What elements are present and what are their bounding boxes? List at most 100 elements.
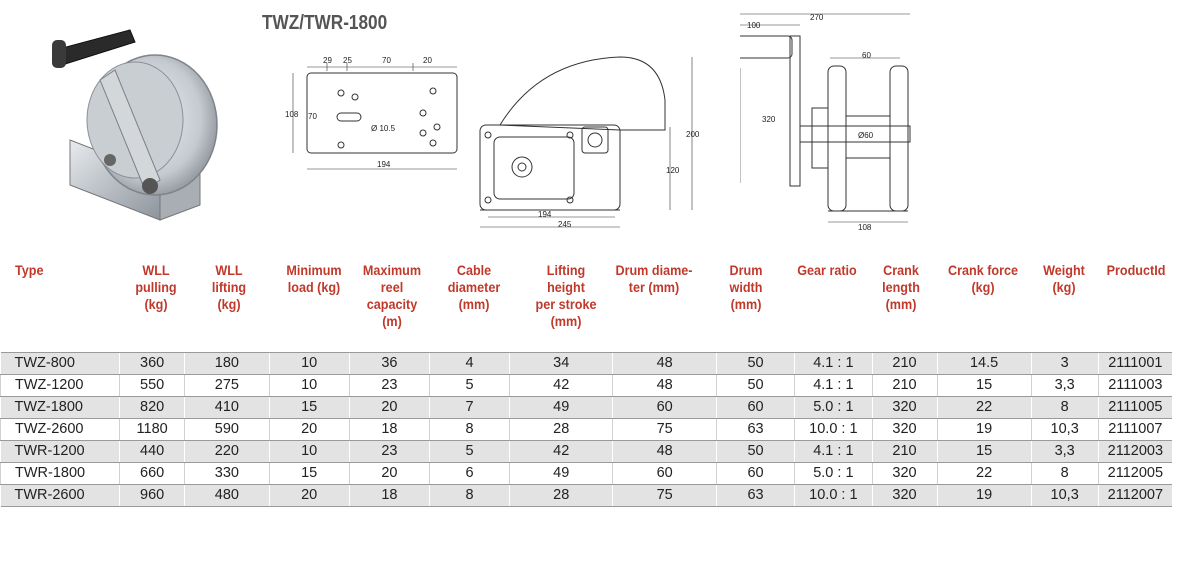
column-header: Minimum load (kg) [286,262,342,295]
table-cell: 19 [936,484,1032,507]
table-cell: 210 [871,352,937,375]
table-cell: 10 [268,374,350,397]
dim-200: 200 [686,130,700,139]
table-cell: 5 [429,374,510,397]
dim-320: 320 [762,115,776,124]
dim-108: 108 [285,110,299,119]
table-cell: 60 [612,462,717,485]
type-cell: TWZ-1800 [0,396,120,419]
column-header: Lifting height per stroke (mm) [535,262,597,329]
type-cell: TWZ-1200 [0,374,120,397]
table-cell: 15 [268,462,350,485]
table-cell: 440 [119,440,185,463]
table-cell: 180 [184,352,270,375]
table-cell: 60 [612,396,717,419]
table-cell: 2111001 [1097,352,1172,375]
dim-120: 120 [666,166,680,175]
table-cell: 63 [715,484,795,507]
table-cell: 5 [429,440,510,463]
table-cell: 15 [268,396,350,419]
table-cell: 75 [612,418,717,441]
table-cell: 660 [119,462,185,485]
dim-245: 245 [558,220,572,229]
table-cell: 36 [348,352,430,375]
dim-194: 194 [377,160,391,169]
table-cell: 49 [508,462,613,485]
table-cell: 210 [871,374,937,397]
table-cell: 220 [184,440,270,463]
table-cell: 50 [715,352,795,375]
column-header: Weight (kg) [1043,262,1085,295]
table-cell: 3 [1030,352,1099,375]
table-cell: 63 [715,418,795,441]
table-cell: 48 [612,352,717,375]
side-view-drawing: 200 120 194 245 [479,56,700,229]
table-cell: 50 [715,440,795,463]
table-cell: 5.0 : 1 [794,396,873,419]
table-cell: 10.0 : 1 [794,418,873,441]
table-cell: 14.5 [936,352,1032,375]
column-header: Maximum reel capacity (m) [362,262,422,329]
column-header: WLL pulling (kg) [135,262,177,312]
table-cell: 1180 [119,418,185,441]
table-cell: 590 [184,418,270,441]
base-plate-drawing: 29 25 70 20 108 70 Ø 10.5 194 [285,56,458,170]
dim-60: 60 [862,51,871,60]
table-cell: 4.1 : 1 [794,352,873,375]
type-cell: TWR-1200 [0,440,120,463]
column-header: WLL lifting (kg) [211,262,247,312]
table-cell: 15 [936,440,1032,463]
table-cell: 60 [715,396,795,419]
table-cell: 550 [119,374,185,397]
column-header: Drum width (mm) [729,262,763,312]
table-cell: 3,3 [1030,440,1099,463]
table-cell: 19 [936,418,1032,441]
table-cell: 28 [508,418,613,441]
table-cell: 15 [936,374,1032,397]
table-cell: 2111007 [1097,418,1172,441]
table-cell: 210 [871,440,937,463]
table-cell: 10.0 : 1 [794,484,873,507]
table-cell: 10 [268,440,350,463]
column-header: ProductId [1106,262,1166,278]
dim-25: 25 [343,56,352,65]
type-cell: TWR-2600 [0,484,120,507]
table-cell: 320 [871,484,937,507]
front-view-drawing: 270 100 320 60 Ø60 108 [740,13,911,232]
table-cell: 8 [429,418,510,441]
winch-photo [52,29,218,221]
dim-side-194: 194 [538,210,552,219]
table-cell: 42 [508,440,613,463]
dim-hole-70: 70 [308,112,317,121]
table-cell: 23 [348,374,430,397]
type-cell: TWZ-800 [0,352,120,375]
dim-29: 29 [323,56,332,65]
column-header: Drum diame- ter (mm) [615,262,693,295]
dim-270: 270 [810,13,824,22]
dim-front-108: 108 [858,223,872,232]
table-cell: 10 [268,352,350,375]
table-cell: 20 [348,462,430,485]
type-cell: TWZ-2600 [0,418,120,441]
table-cell: 320 [871,462,937,485]
table-cell: 60 [715,462,795,485]
table-cell: 20 [348,396,430,419]
table-cell: 20 [268,484,350,507]
dim-20: 20 [423,56,432,65]
table-cell: 5.0 : 1 [794,462,873,485]
table-cell: 320 [871,396,937,419]
table-cell: 330 [184,462,270,485]
table-cell: 20 [268,418,350,441]
table-cell: 4.1 : 1 [794,440,873,463]
table-cell: 4 [429,352,510,375]
table-cell: 23 [348,440,430,463]
table-cell: 2111003 [1097,374,1172,397]
table-cell: 7 [429,396,510,419]
table-cell: 2112005 [1097,462,1172,485]
table-cell: 8 [1030,396,1099,419]
